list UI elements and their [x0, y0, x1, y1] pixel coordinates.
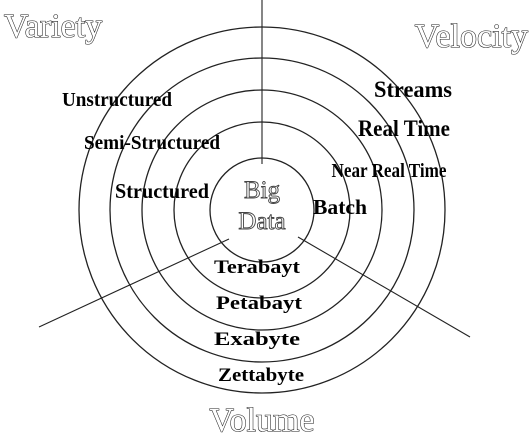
volume-item-exabyte: Exabyte: [214, 329, 300, 350]
axis-lower-right: [297, 236, 471, 338]
variety-item-unstructured: Unstructured: [62, 89, 172, 111]
center-label-line-1: Big: [244, 177, 281, 204]
velocity-item-streams: Streams: [374, 77, 452, 102]
volume-item-zettabyte: Zettabyte: [218, 365, 304, 386]
variety-title: Variety: [4, 8, 102, 45]
volume-item-petabayt: Petabayt: [216, 293, 303, 314]
volume-item-terabayt: Terabayt: [214, 257, 301, 278]
ring-inner: [209, 157, 315, 263]
ring-1: [173, 121, 351, 299]
ring-outer: [78, 26, 446, 394]
axis-lower-left: [38, 238, 230, 328]
velocity-item-batch: Batch: [313, 195, 367, 219]
variety-item-structured: Structured: [115, 179, 209, 203]
center-label-line-2: Data: [238, 208, 285, 235]
velocity-item-near-real-time: Near Real Time: [332, 160, 447, 182]
velocity-title: Velocity: [415, 18, 528, 55]
velocity-item-real-time: Real Time: [358, 116, 450, 141]
ring-3: [109, 57, 415, 363]
variety-item-semi-structured: Semi-Structured: [84, 132, 220, 154]
ring-2: [141, 89, 383, 331]
volume-title: Volume: [209, 402, 314, 437]
